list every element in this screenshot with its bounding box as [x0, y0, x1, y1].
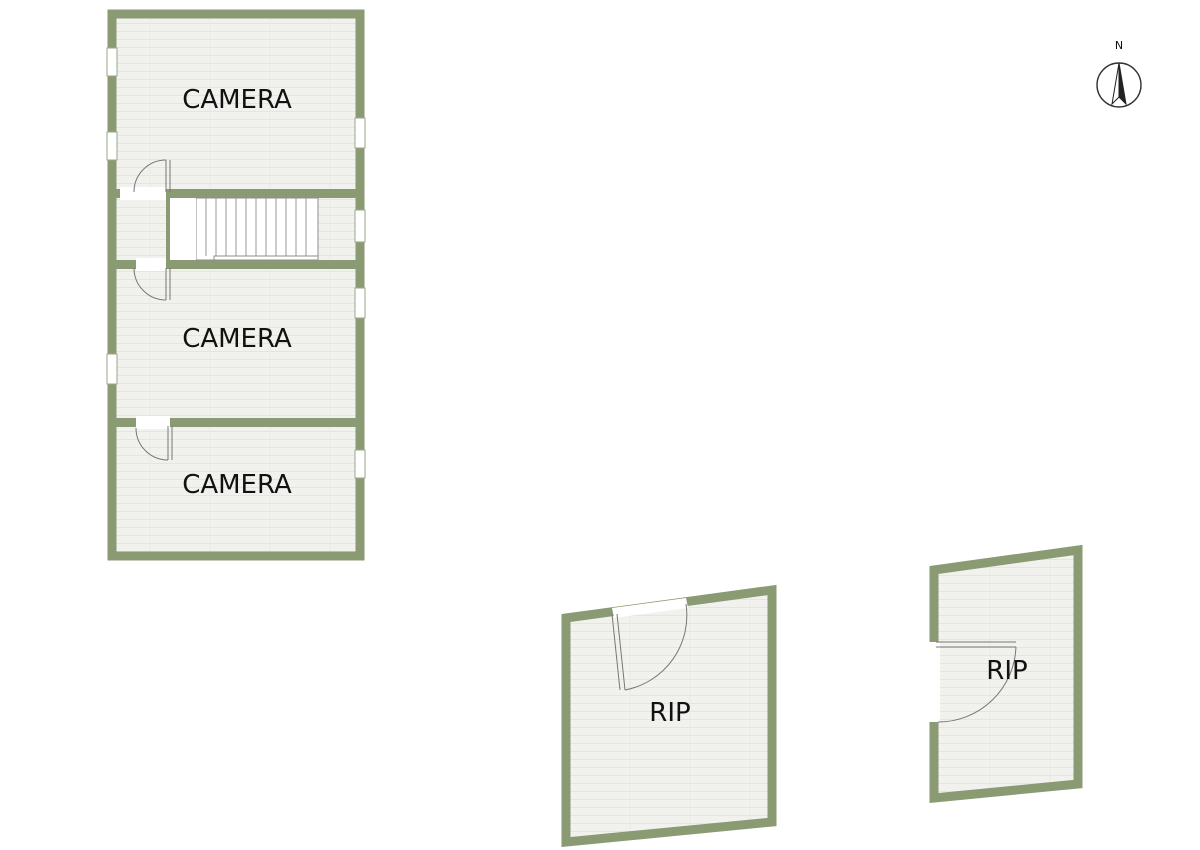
north-arrow-icon: [1096, 62, 1142, 108]
compass-north-label: N: [1115, 39, 1123, 52]
outer-wall: [107, 9, 365, 561]
storage-wall: [561, 584, 777, 847]
door-swing: [611, 603, 688, 691]
interior-wall: [108, 260, 364, 269]
interior-wall: [108, 189, 364, 198]
storage-room-2: RIP: [928, 544, 1083, 803]
staircase: [195, 197, 319, 261]
room-label-camera-1: CAMERA: [182, 85, 292, 115]
main-building: CAMERA CAMERA CAMERA: [106, 9, 366, 561]
door-opening: [136, 258, 166, 271]
room-label-camera-3: CAMERA: [182, 470, 292, 500]
compass: N: [1096, 39, 1142, 108]
interior-wall: [108, 418, 364, 427]
room-label-rip-1: RIP: [649, 698, 690, 728]
storage-room-1: RIP: [561, 584, 777, 847]
windows: [106, 47, 366, 479]
door-swings: [133, 159, 173, 461]
main-floor: [108, 10, 364, 560]
room-label-camera-2: CAMERA: [182, 324, 292, 354]
door-opening: [928, 642, 940, 722]
door-opening: [120, 187, 166, 200]
door-opening: [136, 416, 170, 429]
room-label-rip-2: RIP: [986, 656, 1027, 686]
door-opening: [612, 598, 688, 618]
door-swing: [936, 641, 1017, 723]
corridor-opening: [170, 198, 196, 260]
